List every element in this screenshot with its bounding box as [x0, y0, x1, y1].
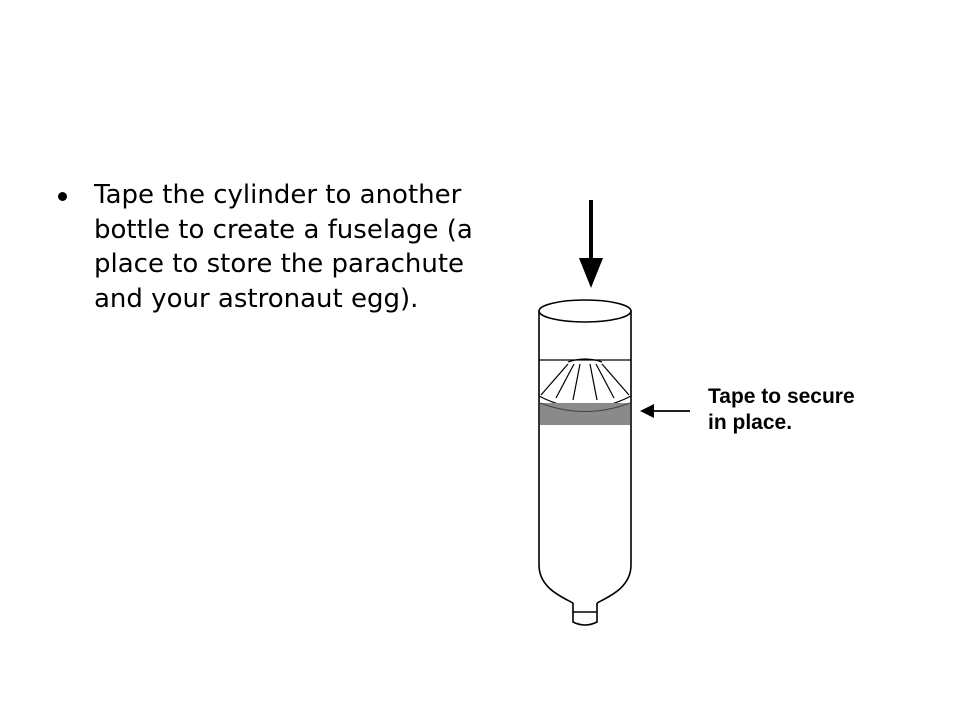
callout-line-2: in place. [708, 411, 793, 434]
tape-band [539, 402, 631, 425]
down-arrow-icon [579, 200, 603, 288]
bottle-outline [538, 299, 632, 626]
tape-callout-label: Tape to secure in place. [708, 384, 928, 436]
left-arrow-icon [640, 404, 690, 418]
inner-bottle-top [538, 358, 632, 409]
bullet-text: Tape the cylinder to another bottle to c… [94, 180, 473, 314]
bullet-dot-icon [58, 192, 67, 201]
bullet-list: Tape the cylinder to another bottle to c… [58, 178, 478, 316]
bullet-item: Tape the cylinder to another bottle to c… [58, 178, 478, 316]
callout-line-1: Tape to secure [708, 385, 855, 408]
bottle-fuselage-diagram [538, 200, 690, 626]
